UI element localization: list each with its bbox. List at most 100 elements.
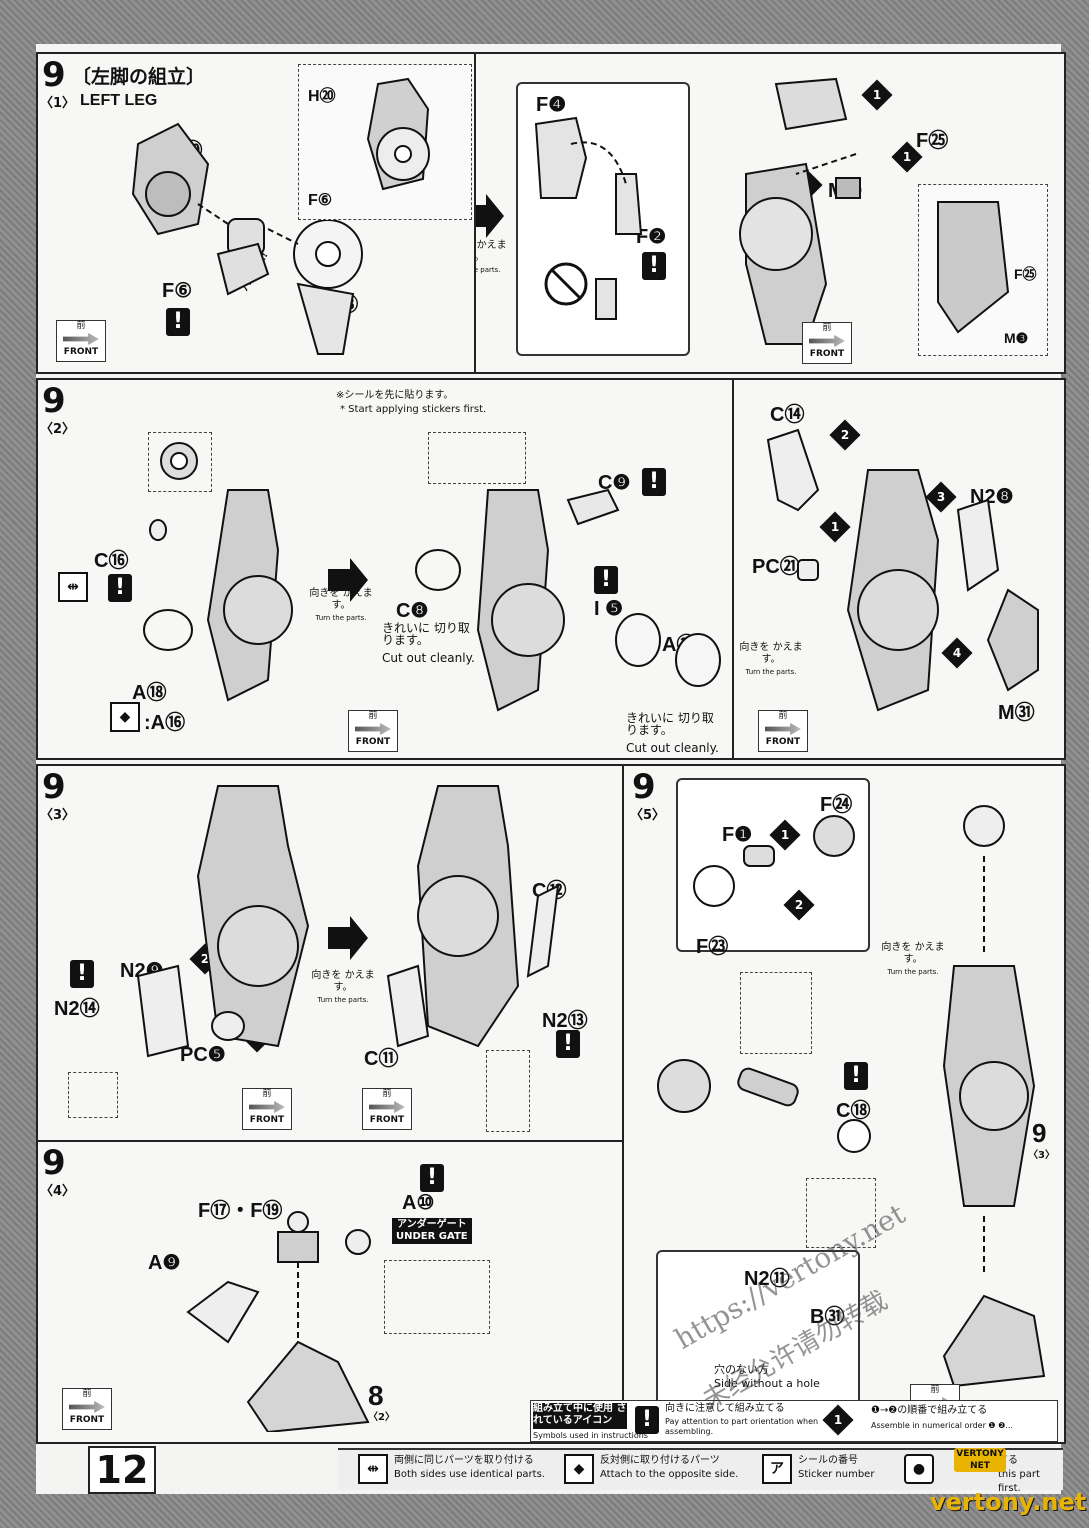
hip-joint-drawing — [186, 1211, 371, 1432]
opposite-side-icon: ◆ — [110, 702, 140, 732]
legend-opposite-en: Attach to the opposite side. — [600, 1469, 739, 1480]
front-en: FRONT — [355, 737, 391, 747]
inset-m3-drawing — [937, 201, 1010, 334]
leg-part-drawing — [131, 122, 363, 355]
label-c14: C⑭ — [770, 404, 805, 426]
legend-sticker-jp: シールの番号 — [798, 1455, 858, 1466]
sticker-detail — [428, 432, 526, 484]
legend-sticker: シールの番号 Sticker number — [798, 1454, 874, 1486]
step-number: 9 — [42, 767, 66, 807]
legend-order-jp: ❶→❷の順番で組み立てる — [871, 1405, 988, 1416]
divider — [732, 380, 734, 758]
label-f1: F❶ — [722, 824, 753, 846]
front-arrow-icon — [355, 723, 391, 735]
warning-icon: ! — [108, 574, 132, 602]
turn-en: Turn the parts. — [315, 614, 367, 622]
leg-final-drawing — [942, 805, 1046, 1388]
front-en: FRONT — [249, 1115, 285, 1125]
under-gate-en: UNDER GATE — [396, 1231, 468, 1242]
step-9-5-panel: 9 〈5〉 F❶ F㉔ F㉓ 1 2 ! C⑱ N2⑪ B㉛ 穴のない方 Sid… — [622, 764, 1066, 1444]
front-jp: 前 — [82, 1389, 92, 1399]
step-9-1-panel: 9 〈1〉 〔左脚の組立〕 LEFT LEG H⑳ F⑥ ! F⑬ パチ Fit… — [36, 52, 478, 374]
detail-inset — [486, 1050, 530, 1132]
legend-bar: ⇹ 両側に同じパーツを取り付ける Both sides use identica… — [338, 1448, 1063, 1494]
front-en: FRONT — [765, 737, 801, 747]
turn-en: Turn the parts. — [317, 996, 369, 1004]
turn-en: Turn the parts. — [887, 968, 939, 976]
detail-box-n211 — [656, 1250, 860, 1414]
front-jp: 前 — [382, 1089, 392, 1099]
f4-part-drawing — [534, 116, 643, 320]
label-m31: M㉛ — [998, 702, 1035, 724]
leg-front-drawing — [415, 488, 721, 712]
under-gate-jp: アンダーゲート — [397, 1219, 467, 1230]
front-jp: 前 — [930, 1385, 940, 1395]
front-indicator: 前 FRONT — [348, 710, 398, 752]
turn-jp: 向きを かえます。 — [739, 642, 803, 665]
front-jp: 前 — [368, 711, 378, 721]
detail-box-f24 — [676, 778, 870, 952]
label-ref-8-sub: 〈2〉 — [368, 1412, 395, 1423]
front-jp: 前 — [262, 1089, 272, 1099]
label-a16: :A⑯ — [144, 712, 186, 734]
cut-clean-en-2: Cut out cleanly. — [626, 741, 719, 755]
turn-en: Turn the parts. — [474, 266, 501, 274]
step-sub-number: 〈2〉 — [40, 422, 76, 437]
turn-note: 向きを かえます。 Turn the parts. — [878, 942, 948, 978]
next-arrow-icon — [476, 194, 504, 238]
inset-part-drawing — [366, 77, 430, 191]
label-f6-inset: F⑥ — [308, 192, 333, 209]
detail-inset — [68, 1072, 118, 1118]
front-indicator: 前 FRONT — [242, 1088, 292, 1130]
knee-joint-drawing — [693, 815, 855, 907]
turn-en: Turn the parts. — [745, 668, 797, 676]
warning-icon: ! — [594, 566, 618, 594]
warning-icon: ! — [556, 1030, 580, 1058]
front-arrow-icon — [765, 723, 801, 735]
opposite-side-icon: ◆ — [564, 1454, 594, 1484]
label-f25-inset: F㉕ — [1014, 266, 1037, 282]
first-part-icon: ● — [904, 1454, 934, 1484]
front-arrow-icon — [249, 1101, 285, 1113]
both-sides-icon: ⇹ — [358, 1454, 388, 1484]
watermark-brand: vertony.net — [930, 1488, 1087, 1516]
front-jp: 前 — [778, 711, 788, 721]
label-pc21: PC㉑ — [752, 556, 800, 578]
warning-icon: ! — [642, 252, 666, 280]
label-b31: B㉛ — [810, 1306, 845, 1328]
front-jp: 前 — [76, 321, 86, 331]
legend-first-en: this part first. — [998, 1469, 1040, 1494]
front-en: FRONT — [809, 349, 845, 359]
front-en: FRONT — [69, 1415, 105, 1425]
label-h20-inset: H⑳ — [308, 88, 336, 105]
step-sub-number: 〈1〉 — [40, 96, 76, 111]
label-a9: A❾ — [148, 1252, 181, 1274]
section-title-en: LEFT LEG — [80, 92, 158, 109]
detail-inset — [740, 972, 812, 1054]
turn-jp: 向きを かえます。 — [474, 240, 507, 263]
front-arrow-icon — [63, 333, 99, 345]
legend-orient-en: Pay attention to part orientation when a… — [665, 1417, 819, 1436]
step-9-3-panel: 9 〈3〉 ! N2❾ N2⑭ PC❺ 2 1 向きを かえます。 Turn t… — [36, 764, 626, 1144]
front-jp: 前 — [822, 323, 832, 333]
front-indicator: 前 FRONT — [62, 1388, 112, 1430]
legend-sticker-en: Sticker number — [798, 1469, 875, 1480]
sticker-first-jp: ※シールを先に貼ります。 — [336, 390, 454, 401]
section-title-jp: 〔左脚の組立〕 — [72, 67, 206, 88]
label-f17-f19: F⑰・F⑲ — [198, 1200, 283, 1222]
leg-assembly-drawing — [739, 77, 861, 345]
label-f24: F㉔ — [820, 794, 853, 816]
gate-detail — [384, 1260, 490, 1334]
label-f6: F⑥ — [162, 280, 193, 302]
label-ref-8: 8 — [368, 1380, 384, 1411]
cut-clean-jp-1: きれいに 切り取ります。 — [382, 621, 470, 647]
step-9-2-panel: 9 〈2〉 C⑯ ! ⇹ A⑱ ◆ :A⑯ 向きを かえます。 Turn the… — [36, 378, 1066, 760]
under-gate-label: アンダーゲート UNDER GATE — [392, 1218, 472, 1244]
front-indicator: 前 FRONT — [56, 320, 106, 362]
joint-assembly-drawing — [657, 1059, 871, 1153]
legend-both-en: Both sides use identical parts. — [394, 1469, 545, 1480]
step-sub-number: 〈4〉 — [40, 1184, 76, 1199]
legend-header: 組み立て中に使用 されているアイコン Symbols used in instr… — [530, 1400, 1058, 1442]
both-sides-icon: ⇹ — [58, 572, 88, 602]
legend-order-en: Assemble in numerical order ❶ ❷... — [871, 1421, 1013, 1430]
